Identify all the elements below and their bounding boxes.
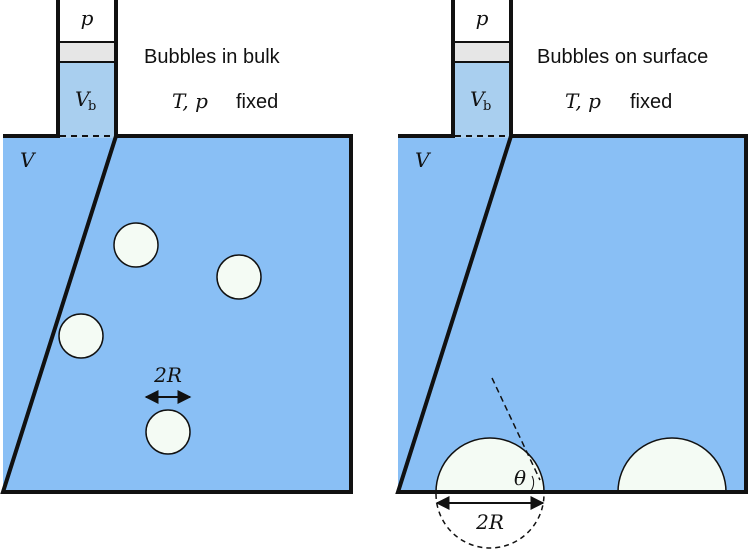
left-condition-vars: T, p (172, 89, 208, 113)
right-condition-vars: T, p (565, 89, 601, 113)
left-volume-label: V (20, 148, 37, 172)
surface-bubble (617, 437, 727, 493)
right-condition-word: fixed (630, 91, 672, 113)
right-piston (452, 41, 512, 63)
right-volume-label: V (415, 148, 432, 172)
right-panel: θ 2R p V b V Bubbles on surface T, p fix… (395, 0, 748, 549)
bulk-bubble (58, 313, 104, 359)
left-title: Bubbles in bulk (144, 46, 281, 68)
left-diameter-label: 2R (153, 363, 182, 387)
right-reservoir-liquid (453, 62, 511, 138)
right-reservoir-subscript: b (483, 99, 491, 114)
contact-angle-tangent (491, 377, 541, 481)
left-reservoir-label: V (75, 87, 92, 111)
right-liquid-volume (398, 136, 746, 492)
left-piston-label: p (81, 6, 94, 30)
right-reservoir-label: V (470, 87, 487, 111)
left-panel: 2R p V b V Bubbles in bulk T, p fixed (0, 0, 353, 494)
bulk-bubble (113, 222, 159, 268)
right-container-outline (395, 134, 748, 494)
left-reservoir-liquid (58, 62, 116, 138)
contact-angle-arc (529, 475, 535, 493)
right-piston-label: p (476, 6, 489, 30)
contact-angle-label: θ (514, 466, 526, 490)
bulk-bubble (145, 409, 191, 455)
bulk-bubble (216, 254, 262, 300)
surface-bubble (435, 437, 545, 493)
left-condition-word: fixed (236, 91, 278, 113)
right-diameter-label: 2R (475, 510, 504, 534)
sphere-outline-dashed (435, 493, 545, 549)
left-piston (57, 41, 117, 63)
left-reservoir-subscript: b (88, 99, 96, 114)
left-container-outline (0, 134, 353, 494)
right-title: Bubbles on surface (537, 46, 708, 68)
